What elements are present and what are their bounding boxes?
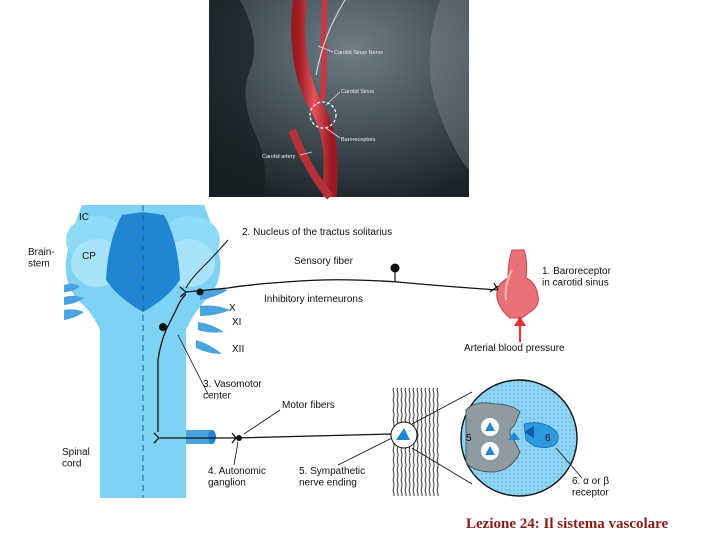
vasomotor-neuron-body: [159, 323, 167, 331]
motor-fibers-label: Motor fibers: [282, 400, 335, 411]
inhibitory-interneurons-label: Inhibitory interneurons: [264, 294, 363, 305]
ganglion-neuron-body: [236, 435, 242, 441]
number-6-label: 6: [545, 433, 551, 444]
baroreceptors-label: Baroreceptors: [341, 137, 376, 143]
nucleus-tractus-label: 2. Nucleus of the tractus solitarius: [242, 227, 392, 238]
slide-caption: Lezione 24: Il sistema vascolare: [466, 516, 668, 533]
number-5-label: 5: [466, 433, 472, 444]
receptor-detail-circle: [460, 380, 580, 500]
cp-label: CP: [82, 251, 96, 262]
brainstem-label: Brain-stem: [28, 247, 55, 270]
sensory-fiber-label: Sensory fiber: [294, 256, 354, 267]
nerve-xii-label: XII: [232, 344, 244, 355]
carotid-sinus-label: Carotid Sinus: [341, 89, 374, 95]
carotid-artery-label: Carotid artery: [262, 154, 296, 160]
carotid-anatomy-image: [209, 0, 469, 197]
carotid-sinus-vessel: [497, 250, 539, 318]
inhibitory-interneuron: [197, 289, 204, 296]
smooth-muscle-block: [391, 388, 440, 496]
ic-label: IC: [79, 212, 89, 223]
sensory-fiber-path: [186, 280, 498, 292]
nerve-xi-label: XI: [232, 317, 241, 328]
carotid-sinus-nerve-label: Carotid Sinus Nerve: [334, 50, 383, 56]
nerve-x-label: X: [229, 303, 236, 314]
arterial-pressure-label: Arterial blood pressure: [464, 343, 565, 354]
